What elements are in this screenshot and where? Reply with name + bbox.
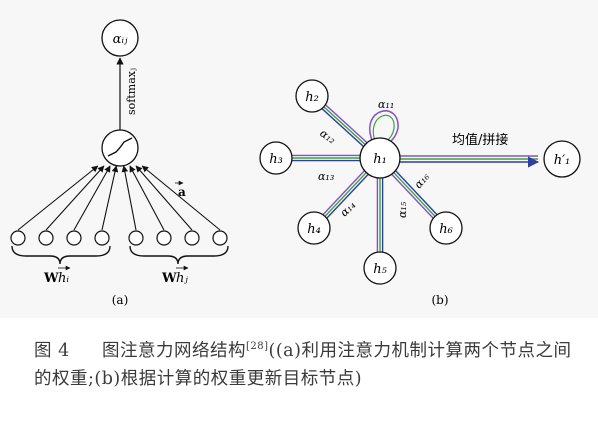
input-edge — [121, 165, 137, 231]
center-node — [359, 137, 401, 179]
input-node — [38, 230, 54, 246]
softmax-label: softmaxⱼ — [125, 68, 138, 115]
graph-nodes: h₁ h₂ h₃ h₄ h₅ h₆ h′₁ — [259, 79, 581, 285]
figure-caption: 图 4 图注意力网络结构[28]((a)利用注意力机制计算两个节点之间的权重;(b… — [34, 333, 579, 393]
input-node — [66, 230, 82, 246]
brace-right — [129, 245, 229, 265]
caption-reference: [28] — [246, 341, 269, 352]
group-left-h: hᵢ — [58, 271, 69, 286]
center-node-label: h₁ — [373, 152, 387, 167]
output-node-label: h′₁ — [554, 153, 571, 168]
input-edge — [17, 165, 99, 231]
input-node — [10, 230, 26, 246]
alpha-13-label: α₁₃ — [318, 170, 334, 183]
neighbor-node — [295, 79, 329, 113]
group-right-w: W — [161, 271, 177, 286]
input-nodes — [10, 230, 228, 246]
neighbor-node-label: h₅ — [373, 262, 387, 277]
caption-text-after: ((a)利用注意力机制计算两个节点之间的权重;(b)根据计算的权重更新目标节点) — [34, 340, 572, 389]
input-node — [128, 230, 144, 246]
panel-a: αᵢⱼ softmaxⱼ a W hᵢ W hⱼ (a) — [10, 19, 229, 307]
input-edge — [141, 165, 221, 231]
input-edge — [45, 165, 105, 231]
alpha-15-label: α₁₅ — [396, 201, 409, 218]
input-edge — [129, 165, 165, 231]
activation-curve-icon — [107, 137, 133, 157]
output-node — [543, 140, 581, 178]
neighbor-node — [363, 251, 397, 285]
concat-label: 均值/拼接 — [452, 132, 508, 148]
neighbor-node — [429, 211, 463, 245]
weight-label: a — [178, 185, 186, 199]
panel-b-label: (b) — [431, 293, 448, 307]
caption-figure-number: 图 4 — [34, 340, 70, 361]
neighbor-node — [297, 211, 331, 245]
input-node — [212, 230, 228, 246]
input-node — [94, 230, 110, 246]
group-left-w: W — [43, 271, 59, 286]
input-edges — [17, 165, 221, 231]
input-edge — [101, 165, 119, 231]
alpha-node — [101, 19, 139, 57]
neighbor-node — [259, 141, 293, 175]
neighbor-node-label: h₂ — [305, 90, 319, 105]
figure-canvas: αᵢⱼ softmaxⱼ a W hᵢ W hⱼ (a) — [10, 19, 581, 307]
input-edge — [135, 165, 193, 231]
input-node — [156, 230, 172, 246]
neighbor-node-label: h₄ — [307, 222, 321, 237]
input-node — [184, 230, 200, 246]
group-right-h: hⱼ — [176, 271, 188, 286]
input-edge — [73, 165, 111, 231]
caption-text-before: 图注意力网络结构 — [102, 340, 246, 361]
panel-a-label: (a) — [112, 293, 129, 307]
neighbor-node-label: h₃ — [269, 152, 283, 167]
alpha-11-label: α₁₁ — [378, 98, 394, 111]
alpha-node-label: αᵢⱼ — [113, 32, 128, 47]
neighbor-node-label: h₆ — [439, 222, 453, 237]
brace-left — [11, 245, 111, 265]
